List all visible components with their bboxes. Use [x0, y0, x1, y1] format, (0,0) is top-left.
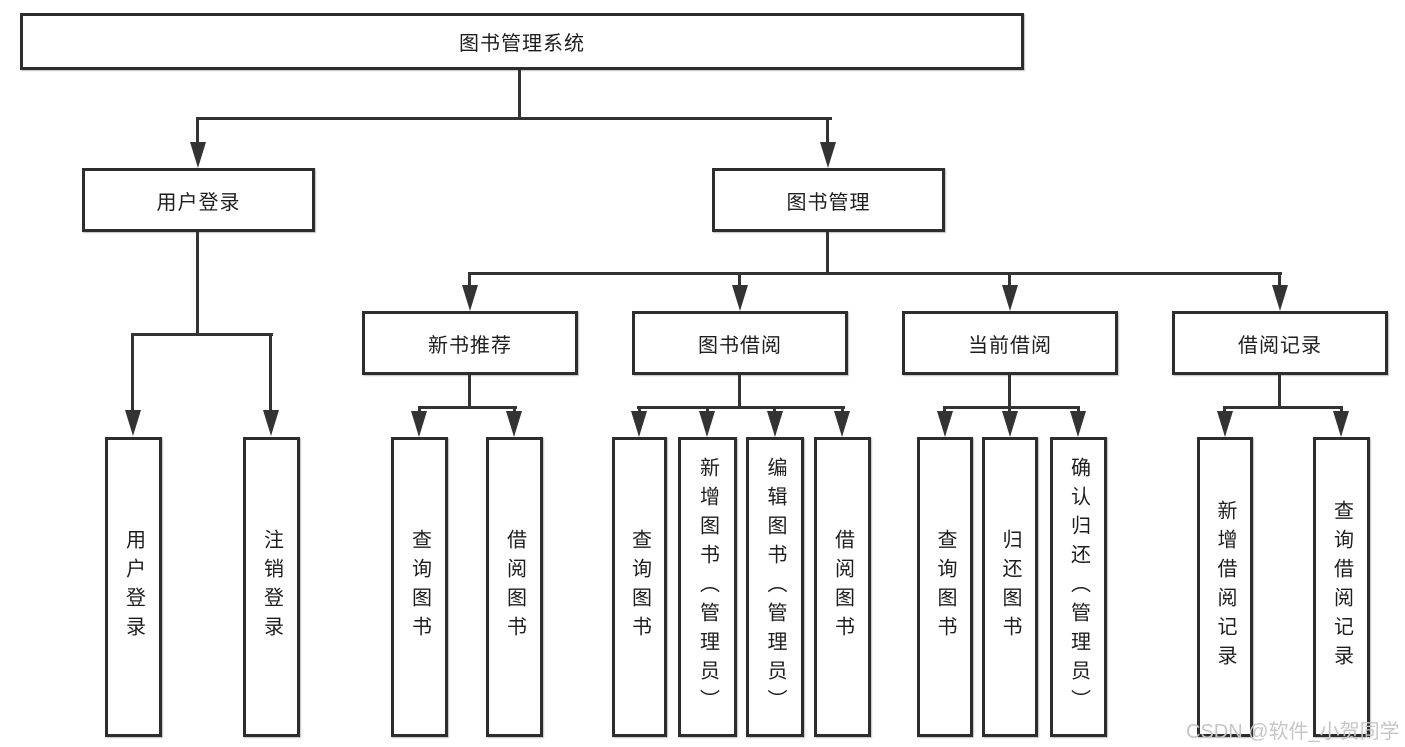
leaf-confirm-return-admin-label: 确认归还（管理员）	[1067, 456, 1090, 718]
connector-drop	[773, 406, 776, 414]
connector-drop	[738, 272, 741, 287]
node-book-borrowing: 图书借阅	[632, 311, 848, 375]
leaf-add-book-admin: 新增图书（管理员）	[678, 437, 737, 737]
node-book-management-label: 图书管理	[786, 191, 871, 214]
node-borrowing-records: 借阅记录	[1172, 311, 1388, 375]
connector-newbook-bar	[418, 406, 517, 409]
connector-drop	[418, 406, 421, 414]
arrow-down-icon	[462, 285, 478, 311]
leaf-query-books-recommend-label: 查询图书	[408, 529, 431, 645]
connector-drop	[468, 272, 471, 287]
connector-root-bar	[196, 117, 832, 120]
connector-newbook-stem	[468, 375, 471, 409]
arrow-down-icon	[1272, 285, 1288, 311]
connector-root-stem	[518, 70, 521, 119]
arrow-down-icon	[631, 411, 647, 437]
leaf-return-book-label: 归还图书	[999, 529, 1021, 645]
node-book-borrowing-label: 图书借阅	[698, 334, 782, 357]
node-current-borrowing-label: 当前借阅	[968, 334, 1052, 357]
leaf-borrow-books-borrowing-label: 借阅图书	[831, 529, 854, 645]
leaf-user-login: 用户登录	[105, 437, 162, 737]
connector-drop	[269, 333, 272, 411]
node-current-borrowing: 当前借阅	[902, 311, 1118, 375]
connector-drop	[943, 406, 946, 414]
arrow-down-icon	[411, 411, 427, 437]
leaf-confirm-return-admin: 确认归还（管理员）	[1050, 437, 1107, 737]
arrow-down-icon	[263, 410, 279, 436]
node-user-login: 用户登录	[82, 168, 315, 232]
leaf-add-borrow-record-label: 新增借阅记录	[1214, 500, 1236, 674]
leaf-query-books-borrowing-label: 查询图书	[628, 529, 651, 645]
node-book-management: 图书管理	[712, 168, 945, 232]
leaf-query-borrow-record: 查询借阅记录	[1313, 437, 1370, 737]
connector-bookmgmt-bar	[468, 272, 1282, 275]
arrow-down-icon	[820, 142, 836, 168]
leaf-borrow-books-recommend: 借阅图书	[486, 437, 543, 737]
connector-drop	[1340, 406, 1343, 414]
connector-current-bar	[943, 406, 1080, 409]
connector-drop	[1077, 406, 1080, 414]
leaf-query-borrow-record-label: 查询借阅记录	[1330, 500, 1353, 674]
connector-borrowing-bar	[637, 406, 845, 409]
leaf-return-book: 归还图书	[982, 437, 1038, 737]
arrow-down-icon	[1217, 411, 1233, 437]
leaf-query-books-borrowing: 查询图书	[612, 437, 667, 737]
connector-records-bar	[1223, 406, 1343, 409]
arrow-down-icon	[937, 411, 953, 437]
connector-drop	[196, 117, 199, 144]
leaf-edit-book-admin: 编辑图书（管理员）	[746, 437, 804, 737]
arrow-down-icon	[1070, 411, 1086, 437]
leaf-borrow-books-borrowing: 借阅图书	[814, 437, 871, 737]
connector-borrowing-stem	[738, 375, 741, 409]
arrow-down-icon	[699, 411, 715, 437]
leaf-add-book-admin-label: 新增图书（管理员）	[696, 456, 719, 718]
node-user-login-label: 用户登录	[156, 191, 241, 214]
leaf-logout: 注销登录	[243, 437, 300, 737]
leaf-add-borrow-record: 新增借阅记录	[1197, 437, 1253, 737]
connector-drop	[131, 333, 134, 411]
node-new-book-recommend: 新书推荐	[362, 311, 578, 375]
arrow-down-icon	[506, 411, 522, 437]
arrow-down-icon	[1002, 285, 1018, 311]
connector-userlogin-bar	[131, 333, 273, 336]
arrow-down-icon	[834, 411, 850, 437]
leaf-logout-label: 注销登录	[260, 529, 283, 645]
connector-drop	[638, 406, 641, 414]
node-borrowing-records-label: 借阅记录	[1238, 334, 1322, 357]
arrow-down-icon	[1002, 411, 1018, 437]
leaf-borrow-books-recommend-label: 借阅图书	[503, 529, 526, 645]
arrow-down-icon	[190, 142, 206, 168]
arrow-down-icon	[732, 285, 748, 311]
csdn-watermark: CSDN @软件_小贺同学	[1186, 721, 1400, 743]
connector-drop	[1008, 272, 1011, 287]
leaf-query-books-recommend: 查询图书	[391, 437, 448, 737]
leaf-user-login-label: 用户登录	[122, 529, 145, 645]
node-new-book-recommend-label: 新书推荐	[428, 334, 512, 357]
leaf-edit-book-admin-label: 编辑图书（管理员）	[764, 456, 786, 718]
connector-bookmgmt-stem	[826, 232, 829, 275]
connector-drop	[841, 406, 844, 414]
connector-drop	[826, 117, 829, 144]
connector-current-stem	[1008, 375, 1011, 409]
connector-userlogin-stem	[196, 232, 199, 335]
connector-drop	[1223, 406, 1226, 414]
connector-drop	[513, 406, 516, 414]
leaf-query-books-current: 查询图书	[917, 437, 973, 737]
arrow-down-icon	[1333, 411, 1349, 437]
connector-drop	[1278, 272, 1281, 287]
connector-drop	[1008, 406, 1011, 414]
leaf-query-books-current-label: 查询图书	[934, 529, 956, 645]
node-root-label: 图书管理系统	[459, 33, 585, 55]
connector-records-stem	[1278, 375, 1281, 409]
arrow-down-icon	[767, 411, 783, 437]
node-root: 图书管理系统	[20, 13, 1024, 70]
connector-drop	[706, 406, 709, 414]
arrow-down-icon	[125, 410, 141, 436]
